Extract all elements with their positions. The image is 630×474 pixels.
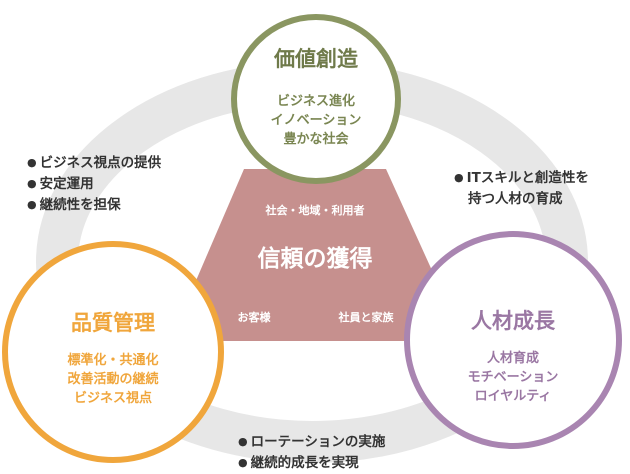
bullets-growth-to-quality: ローテーションの実施 継続的成長を実現	[238, 432, 386, 474]
bullets-value-to-growth: ITスキルと創造性を 持つ人材の育成	[454, 168, 589, 210]
center-title: 信頼の獲得	[258, 245, 373, 272]
quality-line: 標準化・共通化	[67, 352, 158, 368]
value-creation-line: イノベーション	[271, 113, 362, 128]
growth-title: 人材成長	[471, 309, 556, 333]
node-people-growth: 人材成長 人材育成 モチベーション ロイヤルティ	[404, 231, 622, 449]
bullet-item: 継続性を担保	[27, 195, 161, 216]
node-quality-management: 品質管理 標準化・共通化 改善活動の継続 ビジネス視点	[2, 241, 224, 463]
center-left-label: お客様	[238, 310, 272, 324]
bullet-item: ローテーションの実施	[238, 432, 386, 453]
quality-line: 改善活動の継続	[67, 371, 158, 387]
bullets-quality-to-value: ビジネス視点の提供 安定運用 継続性を担保	[27, 153, 162, 216]
growth-circle	[404, 231, 622, 449]
growth-line: 人材育成	[487, 350, 539, 366]
node-value-creation: 価値創造 ビジネス進化 イノベーション 豊かな社会	[231, 14, 401, 184]
bullet-item: ITスキルと創造性を	[454, 168, 589, 189]
value-creation-line: 豊かな社会	[283, 131, 349, 147]
center-top-label: 社会・地域・利用者	[265, 203, 365, 217]
quality-title: 品質管理	[71, 311, 155, 335]
bullet-item: 安定運用	[27, 174, 161, 195]
bullet-item: 継続的成長を実現	[238, 453, 385, 474]
value-creation-title: 価値創造	[273, 47, 359, 71]
value-creation-circle	[231, 14, 401, 184]
center-right-label: 社員と家族	[338, 310, 395, 324]
quality-line: ビジネス視点	[74, 390, 152, 406]
growth-line: ロイヤルティ	[475, 389, 552, 404]
growth-line: モチベーション	[468, 370, 559, 385]
quality-circle	[2, 241, 224, 463]
bullet-item-continuation: 持つ人材の育成	[468, 191, 563, 207]
value-creation-line: ビジネス進化	[277, 93, 355, 109]
trust-triangle	[170, 169, 464, 341]
bullet-item: ビジネス視点の提供	[27, 153, 162, 174]
